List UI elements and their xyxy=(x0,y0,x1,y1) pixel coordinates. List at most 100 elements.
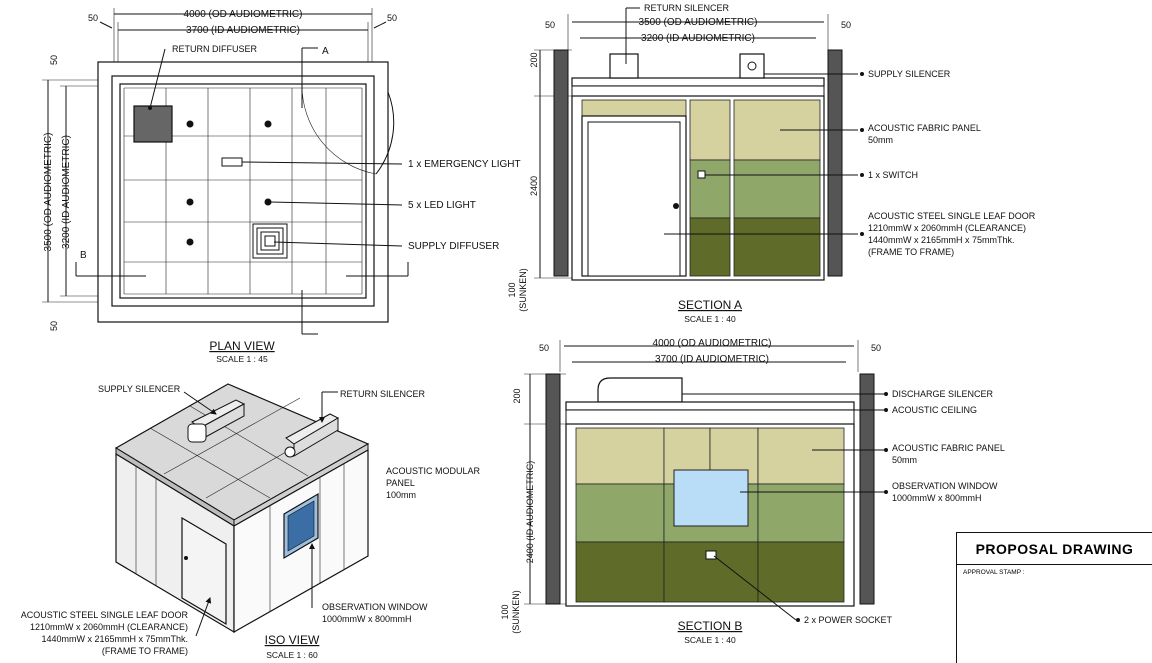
return-diffuser-icon xyxy=(133,105,173,143)
iso-label-supply-silencer: SUPPLY SILENCER xyxy=(98,384,181,394)
iso-label-door-3: 1440mmW x 2165mmH x 75mmThk. xyxy=(41,634,188,644)
label-supply-diffuser: SUPPLY DIFFUSER xyxy=(408,241,499,252)
section-a-gap-right: 50 xyxy=(841,20,851,30)
iso-supply-silencer xyxy=(187,399,246,443)
iso-label-window-1: OBSERVATION WINDOW xyxy=(322,602,428,612)
section-a-plenum xyxy=(571,85,825,97)
iso-label-door-2: 1210mmW x 2060mmH (CLEARANCE) xyxy=(30,622,188,632)
section-a-label-door-1: ACOUSTIC STEEL SINGLE LEAF DOOR xyxy=(868,211,1036,221)
section-a-label-return-silencer: RETURN SILENCER xyxy=(644,3,730,13)
section-a-label-panel-thickness: 50mm xyxy=(868,135,893,145)
plan-gap-top: 50 xyxy=(49,55,59,65)
supply-silencer-icon xyxy=(747,61,757,71)
section-b-wall-left xyxy=(545,373,561,605)
section-a-supply-silencer xyxy=(739,53,765,79)
section-b-dim-height: 2400 (ID AUDIOMETRIC) xyxy=(525,461,535,564)
iso-label-return-silencer: RETURN SILENCER xyxy=(340,389,426,399)
section-b-dim-od-width: 4000 (OD AUDIOMETRIC) xyxy=(653,338,772,349)
section-a-dim-height: 2400 xyxy=(529,176,539,196)
section-a-dim-top: 200 xyxy=(529,52,539,67)
section-a-label-door-2: 1210mmW x 2060mmH (CLEARANCE) xyxy=(868,223,1026,233)
plan-dimensions-left: 3500 (OD AUDIOMETRIC) 3200 (ID AUDIOMETR… xyxy=(42,55,110,331)
plan-view-scale: SCALE 1 : 45 xyxy=(216,354,268,364)
label-emergency-light: 1 x EMERGENCY LIGHT xyxy=(408,159,521,170)
iso-view-scale: SCALE 1 : 60 xyxy=(266,650,318,660)
iso-view: SUPPLY SILENCER RETURN SILENCER ACOUSTIC… xyxy=(21,383,481,660)
section-b-dim-sunken: 100 xyxy=(500,604,510,619)
section-a-dim-od-width: 3500 (OD AUDIOMETRIC) xyxy=(639,17,758,28)
section-a-dim-sunken-note: (SUNKEN) xyxy=(518,268,528,312)
section-a-dim-id-width: 3200 (ID AUDIOMETRIC) xyxy=(641,33,755,44)
plan-dim-od-height: 3500 (OD AUDIOMETRIC) xyxy=(43,133,54,252)
section-b-dimensions: 4000 (OD AUDIOMETRIC) 3700 (ID AUDIOMETR… xyxy=(500,338,881,634)
iso-label-window-2: 1000mmW x 800mmH xyxy=(322,614,412,624)
power-socket-icon xyxy=(705,550,717,560)
section-a-scale: SCALE 1 : 40 xyxy=(684,314,736,324)
label-led-light: 5 x LED LIGHT xyxy=(408,200,476,211)
section-a: 3500 (OD AUDIOMETRIC) 3200 (ID AUDIOMETR… xyxy=(507,3,1036,324)
iso-door xyxy=(181,516,227,626)
section-b-label-socket: 2 x POWER SOCKET xyxy=(804,615,893,625)
plan-door-swing-outer xyxy=(375,91,395,175)
approval-stamp-label: APPROVAL STAMP : xyxy=(963,569,1025,576)
section-b-marker-left xyxy=(75,262,146,277)
section-b-observation-window xyxy=(673,469,749,527)
supply-diffuser-icon xyxy=(252,223,288,259)
plan-mark-a: A xyxy=(322,46,329,57)
switch-icon xyxy=(697,170,706,179)
section-a-wall-right xyxy=(827,49,843,277)
plan-gap-bottom: 50 xyxy=(49,321,59,331)
section-a-ceiling xyxy=(571,77,825,87)
led-light-icon xyxy=(186,120,272,246)
plan-dim-id-width: 3700 (ID AUDIOMETRIC) xyxy=(186,25,300,36)
section-b-label-window-2: 1000mmW x 800mmH xyxy=(892,493,982,503)
section-b-marker-right xyxy=(346,262,409,277)
plan-door-swing xyxy=(301,83,377,175)
section-a-door-leaf xyxy=(587,121,681,277)
plan-gap-right: 50 xyxy=(387,13,397,23)
section-a-label-supply-silencer: SUPPLY SILENCER xyxy=(868,69,951,79)
section-a-dim-sunken: 100 xyxy=(507,282,517,297)
section-b-title: SECTION B xyxy=(678,619,743,633)
section-b-dim-top: 200 xyxy=(512,388,522,403)
section-b-wall-right xyxy=(859,373,875,605)
section-b-scale: SCALE 1 : 40 xyxy=(684,635,736,645)
iso-label-modular-1: ACOUSTIC MODULAR xyxy=(386,466,481,476)
section-b-plenum xyxy=(565,409,855,425)
section-b: 4000 (OD AUDIOMETRIC) 3700 (ID AUDIOMETR… xyxy=(500,338,1005,645)
section-b-dim-sunken-note: (SUNKEN) xyxy=(511,590,521,634)
iso-label-door-1: ACOUSTIC STEEL SINGLE LEAF DOOR xyxy=(21,610,189,620)
section-b-discharge-silencer xyxy=(597,377,683,403)
plan-dim-id-height: 3200 (ID AUDIOMETRIC) xyxy=(61,135,72,249)
iso-view-title: ISO VIEW xyxy=(265,633,320,647)
iso-return-silencer xyxy=(284,413,340,458)
plan-view: 4000 (OD AUDIOMETRIC) 3700 (ID AUDIOMETR… xyxy=(42,8,521,364)
section-b-label-panel-thickness: 50mm xyxy=(892,455,917,465)
section-b-label-ceiling: ACOUSTIC CEILING xyxy=(892,405,977,415)
plan-mark-b: B xyxy=(80,250,87,261)
section-a-label-panel: ACOUSTIC FABRIC PANEL xyxy=(868,123,981,133)
section-a-label-door-3: 1440mmW x 2165mmH x 75mmThk. xyxy=(868,235,1015,245)
emergency-light-icon xyxy=(221,157,243,167)
plan-view-title: PLAN VIEW xyxy=(209,339,275,353)
plan-dim-od-width: 4000 (OD AUDIOMETRIC) xyxy=(184,9,303,20)
section-a-dimensions: 3500 (OD AUDIOMETRIC) 3200 (ID AUDIOMETR… xyxy=(507,14,851,312)
section-b-label-panel: ACOUSTIC FABRIC PANEL xyxy=(892,443,1005,453)
section-a-gap-left: 50 xyxy=(545,20,555,30)
iso-label-modular-3: 100mm xyxy=(386,490,416,500)
section-a-title: SECTION A xyxy=(678,298,742,312)
section-a-marker-top xyxy=(301,47,318,108)
section-b-gap-left: 50 xyxy=(539,343,549,353)
door-handle-icon xyxy=(673,203,679,209)
section-b-dim-id-width: 3700 (ID AUDIOMETRIC) xyxy=(655,354,769,365)
section-b-gap-right: 50 xyxy=(871,343,881,353)
section-a-label-switch: 1 x SWITCH xyxy=(868,170,918,180)
proposal-drawing-title: PROPOSAL DRAWING xyxy=(957,533,1152,565)
iso-label-door-4: (FRAME TO FRAME) xyxy=(102,646,188,656)
section-b-label-discharge: DISCHARGE SILENCER xyxy=(892,389,994,399)
section-b-label-window-1: OBSERVATION WINDOW xyxy=(892,481,998,491)
plan-gap-left: 50 xyxy=(88,13,98,23)
plan-dimensions-top: 4000 (OD AUDIOMETRIC) 3700 (ID AUDIOMETR… xyxy=(88,8,397,80)
section-a-label-door-4: (FRAME TO FRAME) xyxy=(868,247,954,257)
